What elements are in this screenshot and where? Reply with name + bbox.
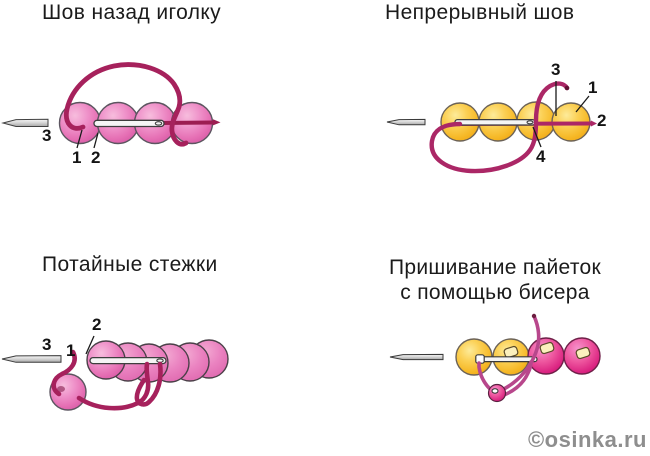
diagram-backstitch: Шов назад иголку: [0, 0, 325, 228]
diagram-hidden-stitches: Потайные стежки: [0, 228, 325, 456]
diagram-title: Пришивание пайеток с помощью бисера: [380, 255, 610, 305]
sequin-hole: [539, 341, 555, 355]
thread: [51, 349, 163, 411]
diagram-title: Непрерывный шов: [385, 1, 575, 24]
diagram-title-line1: Пришивание пайеток: [389, 256, 601, 279]
watermark: ©osinka.ru: [527, 427, 647, 452]
point-label-3: 3: [42, 126, 52, 145]
small-bead: [487, 383, 507, 403]
needle: [386, 118, 426, 126]
point-label-3: 3: [551, 60, 561, 79]
needle: [1, 355, 62, 363]
diagram-title: Потайные стежки: [42, 253, 218, 276]
sequins-beads-illustration: [389, 313, 601, 403]
thread-loop: [429, 81, 570, 174]
point-label-1: 1: [588, 78, 598, 97]
point-label-1: 1: [66, 341, 76, 360]
sequin-hole: [575, 346, 591, 360]
continuous-illustration: [386, 81, 597, 174]
hidden-stitches-illustration: [1, 335, 229, 411]
leader-lines: [85, 335, 95, 355]
leader-lines: [532, 81, 590, 148]
needle-in-sequins: [475, 354, 538, 364]
needle-in-beads: [93, 119, 165, 128]
needle-in-sequins: [89, 356, 167, 365]
needle-in-beads: [454, 118, 536, 126]
diagram-continuous: Непрерывный шов: [325, 0, 650, 228]
lone-bead: [49, 373, 87, 411]
thread: [477, 313, 541, 397]
backstitch-illustration: [1, 62, 221, 149]
leader-lines: [76, 129, 99, 149]
diagram-title-line2: с помощью бисера: [400, 281, 590, 304]
point-label-2: 2: [91, 148, 101, 167]
diagram-sequins-beads: Пришивание пайеток с помощью бисера: [325, 228, 650, 456]
diagram-title: Шов назад иголку: [42, 1, 222, 24]
point-label-1: 1: [72, 148, 82, 167]
point-label-4: 4: [536, 147, 546, 166]
point-label-2: 2: [92, 315, 102, 334]
needle: [1, 118, 49, 127]
thread-arc: [63, 62, 189, 147]
needle: [389, 353, 444, 361]
point-label-2: 2: [597, 111, 607, 130]
point-label-3: 3: [42, 335, 52, 354]
